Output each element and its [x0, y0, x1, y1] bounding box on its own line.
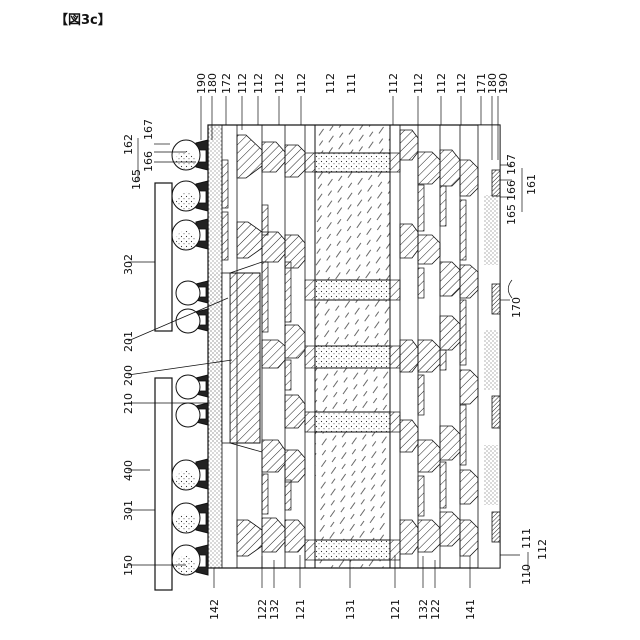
ref-label: 112 [435, 73, 448, 94]
ref-label-165: 165 [505, 204, 518, 225]
ref-label-200: 200 [122, 365, 135, 386]
ref-label-166: 166 [142, 151, 155, 172]
ref-label: 172 [220, 73, 233, 94]
ref-label: 112 [295, 73, 308, 94]
ref-label: 112 [273, 73, 286, 94]
ref-label: 190 [497, 73, 510, 94]
lower-resist-dots [484, 195, 498, 505]
solder-ball [176, 375, 200, 399]
ref-label: 121 [389, 599, 402, 620]
ref-label-166: 166 [505, 180, 518, 201]
ref-label: 112 [455, 73, 468, 94]
ref-label: 141 [464, 599, 477, 620]
ref-label: 112 [412, 73, 425, 94]
ref-label-302: 302 [122, 254, 135, 275]
ref-label: 112 [387, 73, 400, 94]
label-set-bottom: 142 122 132 121 131 121 132 122 141 [208, 599, 477, 620]
ref-label: 142 [208, 599, 221, 620]
ref-label: 112 [252, 73, 265, 94]
solder-ball [176, 403, 200, 427]
ref-label-111: 111 [520, 528, 533, 549]
ref-label: 180 [206, 73, 219, 94]
ref-label-150: 150 [122, 555, 135, 576]
ref-label-110: 110 [520, 564, 533, 585]
component-301 [155, 378, 172, 590]
figure-title: 【図3c】 [55, 12, 111, 28]
ref-label: 111 [345, 73, 358, 94]
ref-label-170: 170 [510, 297, 523, 318]
ref-label: 121 [294, 599, 307, 620]
ref-label: 132 [268, 599, 281, 620]
ref-label-165: 165 [130, 169, 143, 190]
ref-label-400: 400 [122, 460, 135, 481]
label-set-right: 167 166 161 165 170 111 112 110 [505, 154, 549, 585]
solder-ball [176, 309, 200, 333]
ref-label: 131 [344, 599, 357, 620]
ref-label-162: 162 [122, 134, 135, 155]
underfill [208, 273, 222, 443]
semiconductor-chip [222, 262, 262, 452]
label-set-top: 190 180 172 112 112 112 112 112 111 112 … [195, 73, 510, 94]
ref-label-201: 201 [122, 331, 135, 352]
solder-ball [176, 281, 200, 305]
ref-label-167: 167 [142, 119, 155, 140]
right-brackets [508, 168, 528, 572]
ref-label-167: 167 [505, 154, 518, 175]
ref-label-112: 112 [536, 539, 549, 560]
ref-label: 112 [236, 73, 249, 94]
ref-label: 112 [324, 73, 337, 94]
label-set-left: 162 167 166 165 302 201 200 210 400 301 … [122, 119, 155, 576]
component-302 [155, 183, 172, 331]
ref-label-161: 161 [525, 174, 538, 195]
ref-label-210: 210 [122, 393, 135, 414]
external-components [155, 183, 172, 590]
ref-label-301: 301 [122, 500, 135, 521]
ref-label: 122 [429, 599, 442, 620]
